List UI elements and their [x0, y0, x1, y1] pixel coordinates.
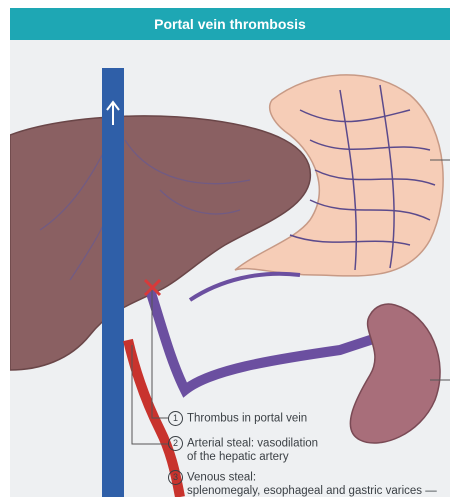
spleen: [350, 304, 440, 443]
label-1-text: Thrombus in portal vein: [187, 413, 307, 425]
callout-number-3: 3: [168, 470, 183, 485]
label-thrombus: 1 Thrombus in portal vein: [168, 411, 307, 426]
callout-number-2: 2: [168, 436, 183, 451]
splenic-branch: [190, 274, 300, 300]
label-2-line1: Arterial steal: vasodilation: [187, 438, 318, 450]
label-venous-steal: 3 Venous steal: splenomegaly, esophageal …: [168, 470, 437, 497]
label-3-line2: splenomegaly, esophageal and gastric var…: [168, 485, 437, 497]
page-title: Portal vein thrombosis: [154, 16, 306, 32]
inferior-vena-cava: [102, 68, 124, 497]
callout-number-1: 1: [168, 411, 183, 426]
label-3-line1: Venous steal:: [187, 472, 256, 484]
label-2-line2: of the hepatic artery: [168, 451, 318, 463]
anatomy-illustration: [10, 40, 450, 497]
header-banner: Portal vein thrombosis: [10, 8, 450, 40]
label-arterial-steal: 2 Arterial steal: vasodilation of the hep…: [168, 436, 318, 463]
